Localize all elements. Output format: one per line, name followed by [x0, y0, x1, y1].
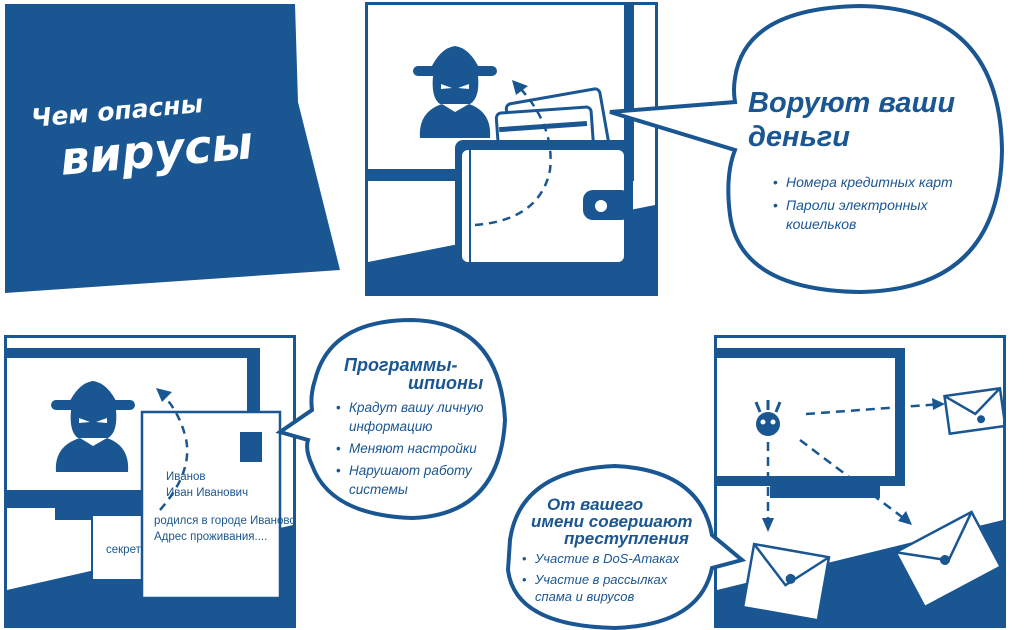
hacker-icon: [51, 381, 135, 472]
document-line-2: Иван Иванович: [166, 487, 249, 499]
virus-icon: [754, 400, 782, 436]
secret-card-label: секретно: [106, 544, 142, 556]
document-line-3: родился в городе Иваново: [154, 515, 296, 527]
money-bullet-item: Номера кредитных карт: [773, 173, 978, 192]
money-bullet-item: Пароли электронных кошельков: [773, 196, 978, 234]
envelope-icon: [893, 510, 1003, 609]
spy-bullet-item: Нарушают работу системы: [336, 462, 496, 500]
wallet-icon: [455, 140, 633, 268]
spy-bullet-list: Крадут вашу личную информацию Меняют нас…: [336, 399, 496, 499]
spy-bubble-title-2: шпионы: [408, 373, 484, 393]
envelope-icon: [741, 542, 831, 622]
crime-bullet-list: Участие в DoS-Атаках Участие в рассылках…: [522, 550, 692, 606]
envelope-icon: [943, 386, 1003, 436]
spy-bullet-item: Меняют настройки: [336, 440, 496, 459]
crime-bullet-item: Участие в рассылках спама и вирусов: [522, 571, 692, 606]
crime-bullet-item: Участие в DoS-Атаках: [522, 550, 692, 568]
crime-bubble-title-3: преступления: [564, 529, 689, 548]
crime-bubble-title-2: имени совершают: [531, 512, 693, 531]
monitor-icon: [717, 348, 905, 498]
money-bullet-list: Номера кредитных карт Пароли электронных…: [773, 173, 978, 234]
money-bubble-title-2: деньги: [748, 121, 850, 153]
crime-bubble-title-1: От вашего: [547, 495, 644, 514]
hacker-icon: [413, 46, 497, 138]
spy-bubble-title-1: Программы-: [344, 355, 458, 375]
money-bubble-title-1: Воруют ваши: [748, 87, 956, 119]
document-line-4: Адрес проживания....: [154, 531, 268, 543]
spy-bullet-item: Крадут вашу личную информацию: [336, 399, 496, 437]
document-line-1: Иванов: [166, 471, 206, 483]
